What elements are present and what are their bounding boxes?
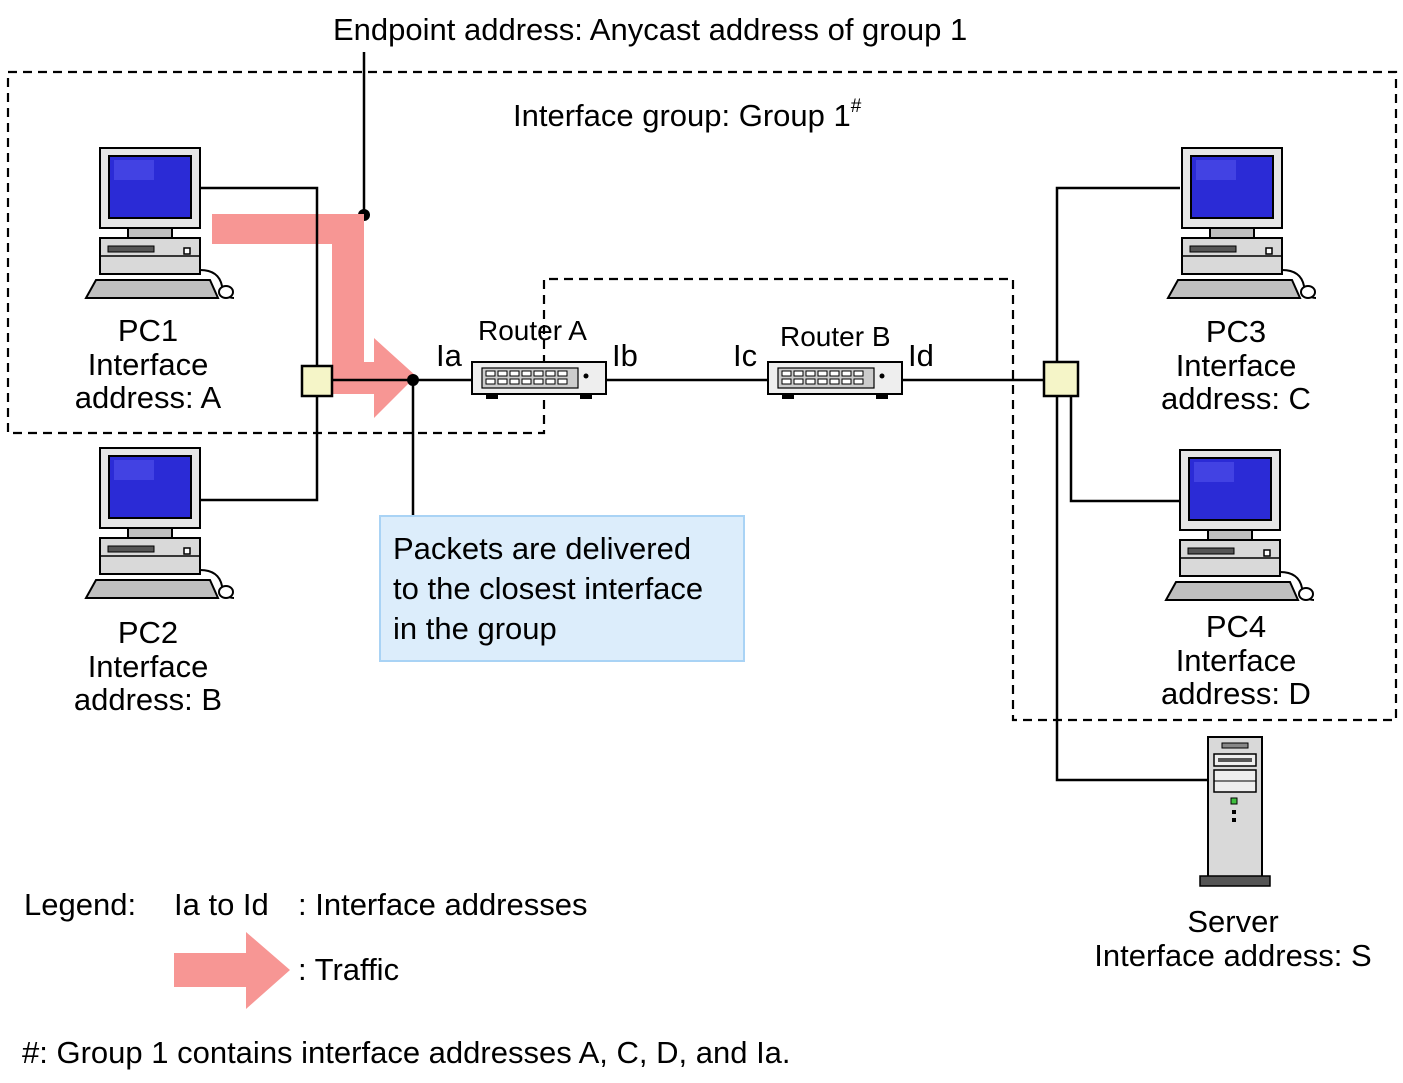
router-a-icon [471, 361, 607, 400]
svg-text:Server: Server [1187, 904, 1278, 939]
callout-box: Packets are delivered to the closest int… [379, 515, 745, 662]
pc1-label: PC1 Interface address: A [75, 313, 222, 415]
pc2-label: PC2 Interface address: B [74, 615, 222, 717]
svg-text:Interface: Interface [1176, 643, 1297, 678]
svg-text:address: D: address: D [1161, 676, 1311, 711]
pc2-icon [85, 447, 235, 599]
interface-ic-label: Ic [733, 338, 757, 373]
pc1-icon [85, 147, 235, 299]
svg-text:PC2: PC2 [118, 615, 178, 650]
traffic-arrow [212, 214, 416, 418]
interface-ia-label: Ia [436, 338, 463, 373]
legend-interfaces-key: Ia to Id [174, 887, 269, 922]
right-hub [1042, 360, 1080, 398]
svg-text:Interface address: S: Interface address: S [1094, 938, 1371, 973]
pc3-label: PC3 Interface address: C [1161, 314, 1311, 416]
svg-text:PC1: PC1 [118, 313, 178, 348]
callout-line: in the group [393, 611, 557, 646]
router-a-label: Router A [478, 315, 587, 346]
svg-text:PC4: PC4 [1206, 609, 1266, 644]
footnote: #: Group 1 contains interface addresses … [22, 1035, 791, 1070]
router-b-icon [767, 361, 903, 400]
legend-title: Legend: [24, 887, 136, 922]
group-boundary [6, 70, 1398, 722]
svg-text:Interface: Interface [1176, 348, 1297, 383]
svg-text:Interface: Interface [88, 347, 209, 382]
router-b-label: Router B [780, 321, 891, 352]
legend-traffic-arrow [174, 932, 290, 1009]
svg-text:address: B: address: B [74, 682, 222, 717]
svg-text:PC3: PC3 [1206, 314, 1266, 349]
legend-traffic-desc: : Traffic [298, 952, 399, 987]
svg-text:Interface: Interface [88, 649, 209, 684]
left-hub [300, 364, 334, 398]
legend-interfaces-desc: : Interface addresses [298, 887, 588, 922]
interface-ib-label: Ib [612, 338, 638, 373]
endpoint-address-label: Endpoint address: Anycast address of gro… [333, 12, 967, 47]
pc1-cable [200, 186, 319, 502]
interface-id-label: Id [908, 338, 934, 373]
callout-line: to the closest interface [393, 571, 704, 606]
callout-line: Packets are delivered [393, 531, 692, 566]
svg-text:address: A: address: A [75, 380, 222, 415]
pc4-icon [1165, 449, 1315, 601]
pc4-label: PC4 Interface address: D [1161, 609, 1311, 711]
server-label: Server Interface address: S [1094, 904, 1371, 973]
svg-text:address: C: address: C [1161, 381, 1311, 416]
pc3-icon [1167, 147, 1317, 299]
server-tower-icon [1199, 736, 1271, 887]
pc4-cable [1069, 396, 1180, 503]
pc3-cable [1055, 186, 1208, 782]
group-label: Interface group: Group 1# [513, 96, 862, 133]
